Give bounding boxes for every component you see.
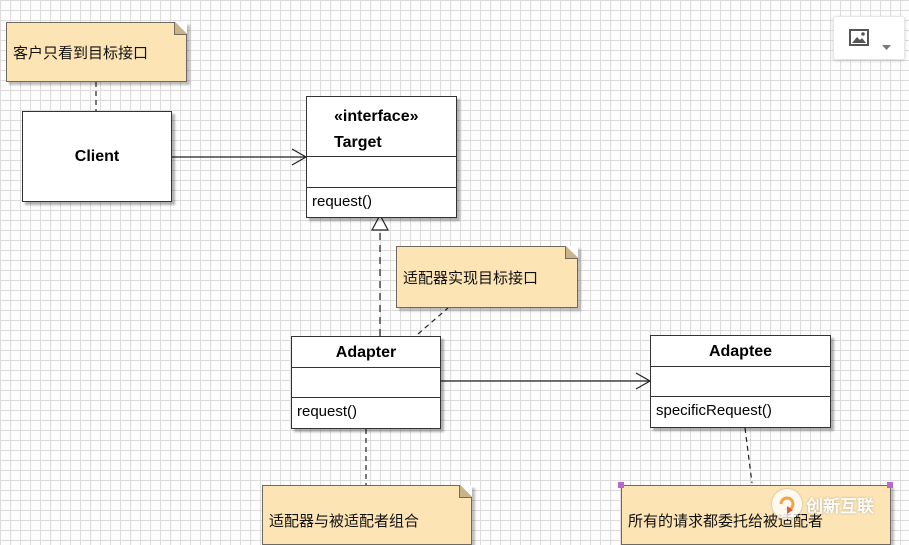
client-note-text: 客户只看到目标接口	[13, 43, 149, 62]
adapter-note-anchor	[417, 307, 449, 335]
watermark-logo-icon	[772, 489, 802, 519]
adaptee-class-name: Adaptee	[708, 343, 773, 360]
target-header: «interface» Target	[307, 97, 456, 156]
selection-handle[interactable]	[618, 482, 624, 488]
image-icon[interactable]	[849, 29, 869, 46]
watermark-text: 创新互联	[806, 496, 874, 517]
compose-note-text: 适配器与被适配者组合	[269, 511, 420, 530]
adapter-operation: request()	[292, 397, 440, 428]
note-fold-icon	[459, 485, 472, 498]
target-attributes	[307, 156, 456, 187]
connector-layer	[95, 82, 753, 485]
target-operation: request()	[307, 187, 456, 217]
realization-arrowhead	[371, 213, 389, 231]
note-fold-icon	[565, 246, 578, 259]
adaptee-note-anchor	[744, 427, 753, 484]
compose-note[interactable]: 适配器与被适配者组合	[262, 485, 472, 545]
caret-down-icon[interactable]	[882, 36, 891, 55]
adaptee-attributes	[651, 366, 830, 396]
adaptee-operation: specificRequest()	[651, 396, 830, 427]
adaptee-note-text: 所有的请求都委托给被适配者	[628, 511, 824, 530]
adapter-note-text: 适配器实现目标接口	[403, 268, 539, 287]
client-class[interactable]: Client	[22, 111, 172, 202]
target-interface[interactable]: «interface» Target request()	[306, 96, 457, 218]
adapter-class[interactable]: Adapter request()	[291, 336, 441, 429]
client-class-name: Client	[74, 147, 120, 165]
adaptee-class[interactable]: Adaptee specificRequest()	[650, 335, 831, 428]
watermark: 创新互联	[772, 487, 874, 521]
selection-handle[interactable]	[887, 482, 893, 488]
target-stereotype: «interface»	[334, 108, 419, 125]
target-class-name: Target	[334, 134, 382, 151]
adapter-note[interactable]: 适配器实现目标接口	[396, 246, 578, 308]
note-fold-icon	[174, 22, 187, 35]
image-toolbar	[833, 16, 905, 60]
client-note[interactable]: 客户只看到目标接口	[6, 22, 187, 82]
adapter-attributes	[292, 367, 440, 397]
adapter-class-name: Adapter	[335, 344, 397, 361]
